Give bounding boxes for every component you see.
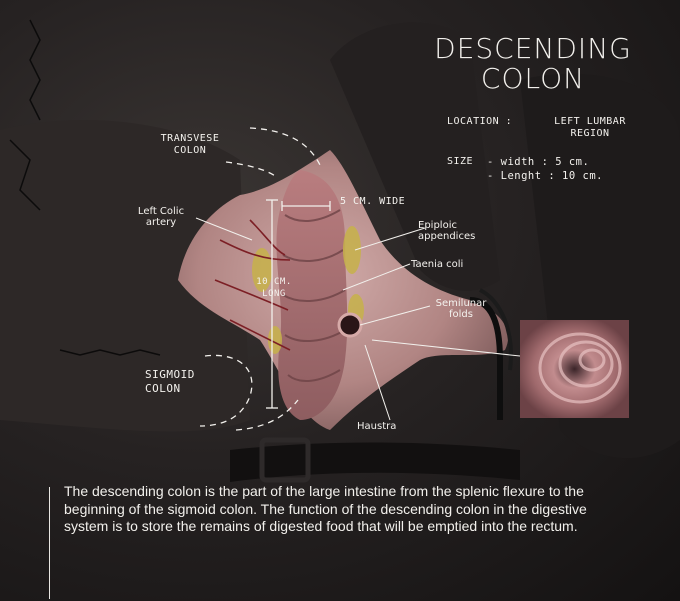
description-text: The descending colon is the part of the …	[64, 483, 587, 534]
tube-2	[479, 288, 513, 371]
length-value: - Lenght : 10 cm.	[487, 170, 603, 182]
transverse-dash	[249, 127, 321, 166]
torso-shadow	[0, 120, 250, 432]
inset-folds	[538, 332, 622, 404]
size-label: SIZE	[447, 156, 474, 167]
width-value: - width : 5 cm.	[487, 156, 590, 168]
leader-lines	[195, 217, 521, 421]
strap-shape	[330, 22, 500, 291]
vessels	[214, 219, 291, 351]
haustra-folds	[282, 209, 346, 382]
title-line-1: DESCENDING	[434, 32, 632, 65]
page-title: DESCENDING COLON	[408, 34, 658, 94]
location-label: LOCATION :	[447, 116, 513, 127]
epiploic-appendices-label: Epiploic appendices	[418, 220, 476, 242]
colon-lumen	[337, 312, 363, 338]
haustra-label: Haustra	[357, 421, 397, 432]
semilunar-folds-label: Semilunar folds	[435, 298, 487, 320]
location-value: LEFT LUMBAR REGION	[554, 116, 626, 139]
sigmoid-colon-label: SIGMOID COLON	[145, 368, 195, 395]
description-rule	[49, 487, 50, 599]
sigmoid-dash-2	[235, 399, 299, 431]
sigmoid-dash	[199, 354, 253, 427]
colon-segment	[276, 170, 348, 420]
width-measure-label: 5 CM. WIDE	[340, 196, 406, 207]
title-line-2: COLON	[480, 62, 586, 95]
belt	[230, 442, 520, 482]
transverse-dash-2	[225, 161, 279, 179]
length-measure-label: 10 CM. LONG	[256, 277, 292, 299]
taenia-coli-label: Taenia coli	[411, 259, 464, 270]
tube-1	[469, 297, 503, 420]
transverse-colon-label: TRANSVESE COLON	[160, 133, 220, 156]
stitches	[9, 19, 161, 356]
belt-buckle	[259, 437, 311, 483]
left-colic-artery-label: Left Colic artery	[137, 206, 185, 228]
